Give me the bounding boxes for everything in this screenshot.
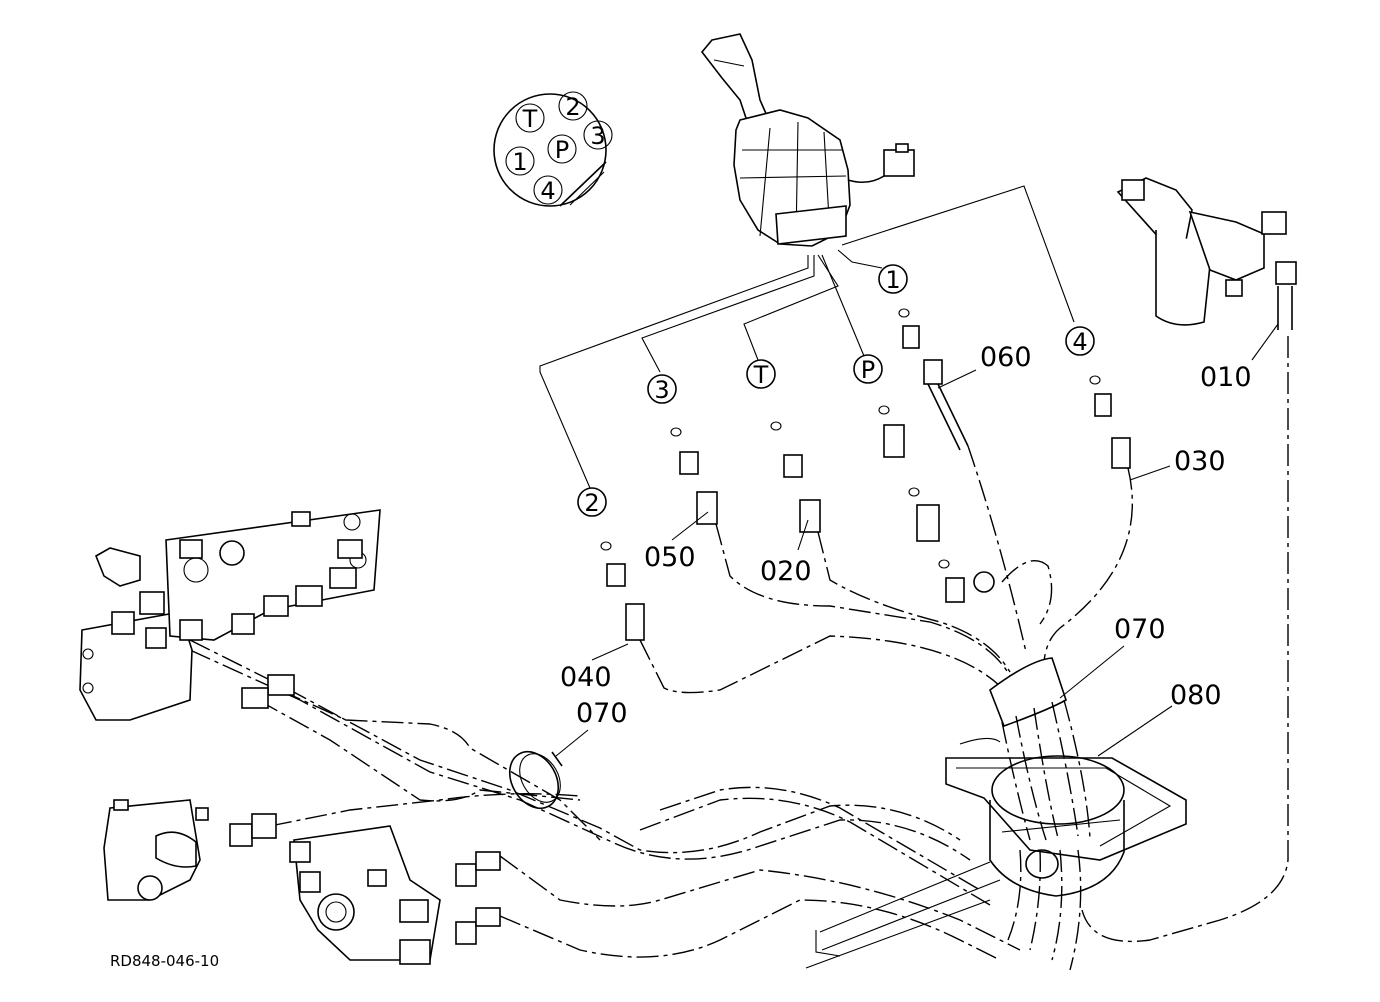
small-valve [103, 799, 277, 901]
port-callout-3: 3 [654, 376, 669, 404]
part-label-070-right: 070 [1114, 614, 1166, 645]
port-callout-2: 2 [584, 489, 599, 517]
joystick-valve [700, 33, 915, 247]
drawing-reference-code: RD848-046-10 [110, 952, 219, 970]
part-label-080: 080 [1170, 680, 1222, 711]
pin-label-4: 4 [540, 177, 555, 205]
hose-clamp-left [508, 750, 563, 810]
pin-label-1: 1 [512, 148, 527, 176]
port-leader-lines [539, 185, 1075, 489]
port-callout-p: P [861, 356, 875, 384]
part-label-060: 060 [980, 342, 1032, 373]
part-label-030: 030 [1174, 446, 1226, 477]
pin-label-p: P [555, 136, 569, 164]
center-valve [289, 825, 501, 965]
port-callouts: 1 4 P T 3 2 [577, 264, 1095, 517]
port-layout-diagram: T 2 3 1 P 4 [493, 91, 613, 207]
lower-hoses [189, 639, 1021, 961]
port-callout-4: 4 [1072, 328, 1087, 356]
part-label-070-left: 070 [576, 698, 628, 729]
fittings [600, 308, 1131, 641]
part-label-040: 040 [560, 662, 612, 693]
port-callout-1: 1 [885, 266, 900, 294]
part-label-050: 050 [644, 542, 696, 573]
control-valve-block [79, 509, 381, 721]
port-callout-t: T [753, 361, 769, 389]
pin-label-3: 3 [590, 122, 605, 150]
part-label-020: 020 [760, 556, 812, 587]
hose-routes [639, 336, 1289, 943]
part-number-labels: 060 010 030 050 020 040 070 080 070 [560, 342, 1252, 729]
accumulator-valve [1116, 177, 1297, 330]
hose-bundle [989, 657, 1091, 971]
pin-label-t: T [522, 105, 538, 133]
leader-lines [555, 323, 1279, 757]
pin-label-2: 2 [565, 93, 580, 121]
part-label-010: 010 [1200, 362, 1252, 393]
floor-plate [805, 737, 1187, 969]
